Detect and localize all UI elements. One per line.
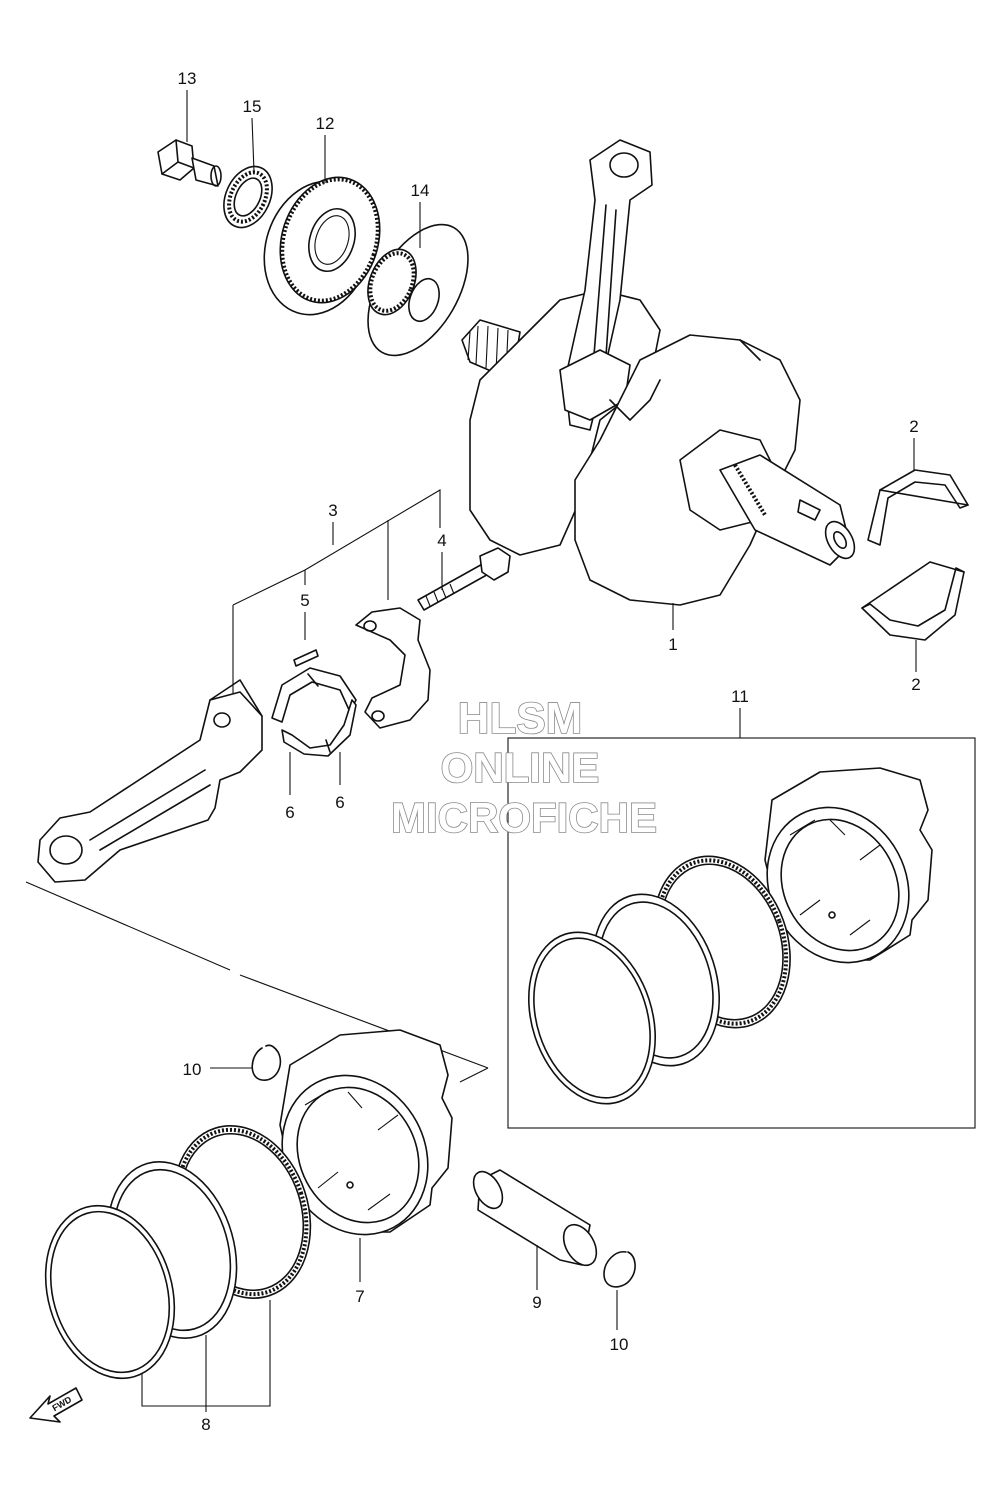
part-9-piston-pin bbox=[472, 1169, 598, 1267]
part-10-circlip-lower bbox=[603, 1251, 636, 1288]
watermark-line2: ONLINE bbox=[441, 744, 600, 791]
part-2-bearing-upper bbox=[867, 469, 969, 546]
fwd-arrow-icon: FWD bbox=[29, 1387, 83, 1423]
callout-12: 12 bbox=[316, 114, 335, 133]
callout-2-upper: 2 bbox=[909, 417, 918, 436]
part-6-rod-bearing bbox=[271, 667, 357, 757]
part-12-gear bbox=[263, 176, 381, 316]
part-2-bearing-lower bbox=[861, 561, 965, 641]
watermark-line1: HLSM bbox=[458, 694, 583, 743]
part-11-piston-set-box bbox=[507, 737, 976, 1129]
part-5-pin bbox=[293, 649, 319, 667]
part-8-piston-rings bbox=[44, 1125, 312, 1412]
callout-11: 11 bbox=[731, 687, 749, 706]
watermark-line3: MICROFICHE bbox=[391, 794, 657, 841]
part-1-crankshaft bbox=[461, 139, 856, 606]
callout-14: 14 bbox=[411, 181, 430, 200]
callout-8: 8 bbox=[201, 1415, 210, 1434]
part-13-bolt bbox=[157, 139, 222, 187]
callout-3: 3 bbox=[328, 501, 337, 520]
callout-5: 5 bbox=[300, 591, 309, 610]
callout-10-lower: 10 bbox=[610, 1335, 629, 1354]
callout-1: 1 bbox=[668, 635, 677, 654]
part-14-gear-washer bbox=[367, 223, 469, 357]
callout-2-lower: 2 bbox=[911, 675, 920, 694]
callout-15: 15 bbox=[243, 97, 262, 116]
callout-10-upper: 10 bbox=[183, 1060, 202, 1079]
connecting-rod bbox=[37, 679, 263, 883]
assembly-leader bbox=[25, 881, 489, 1083]
part-10-circlip-upper bbox=[251, 1044, 282, 1081]
callout-6-left: 6 bbox=[285, 803, 294, 822]
callout-6-right: 6 bbox=[335, 793, 344, 812]
part-7-piston bbox=[279, 1029, 453, 1236]
callout-13: 13 bbox=[178, 69, 197, 88]
part-15-lock-washer bbox=[223, 165, 273, 229]
part-4-bolt bbox=[417, 547, 511, 611]
con-rod-cap bbox=[355, 607, 431, 729]
callout-9: 9 bbox=[532, 1293, 541, 1312]
callout-4: 4 bbox=[437, 531, 446, 550]
callout-7: 7 bbox=[355, 1287, 364, 1306]
watermark: HLSM ONLINE MICROFICHE bbox=[390, 693, 658, 842]
callout-labels: 13 15 12 14 2 3 4 5 1 2 11 6 6 10 7 9 10… bbox=[178, 69, 921, 1434]
